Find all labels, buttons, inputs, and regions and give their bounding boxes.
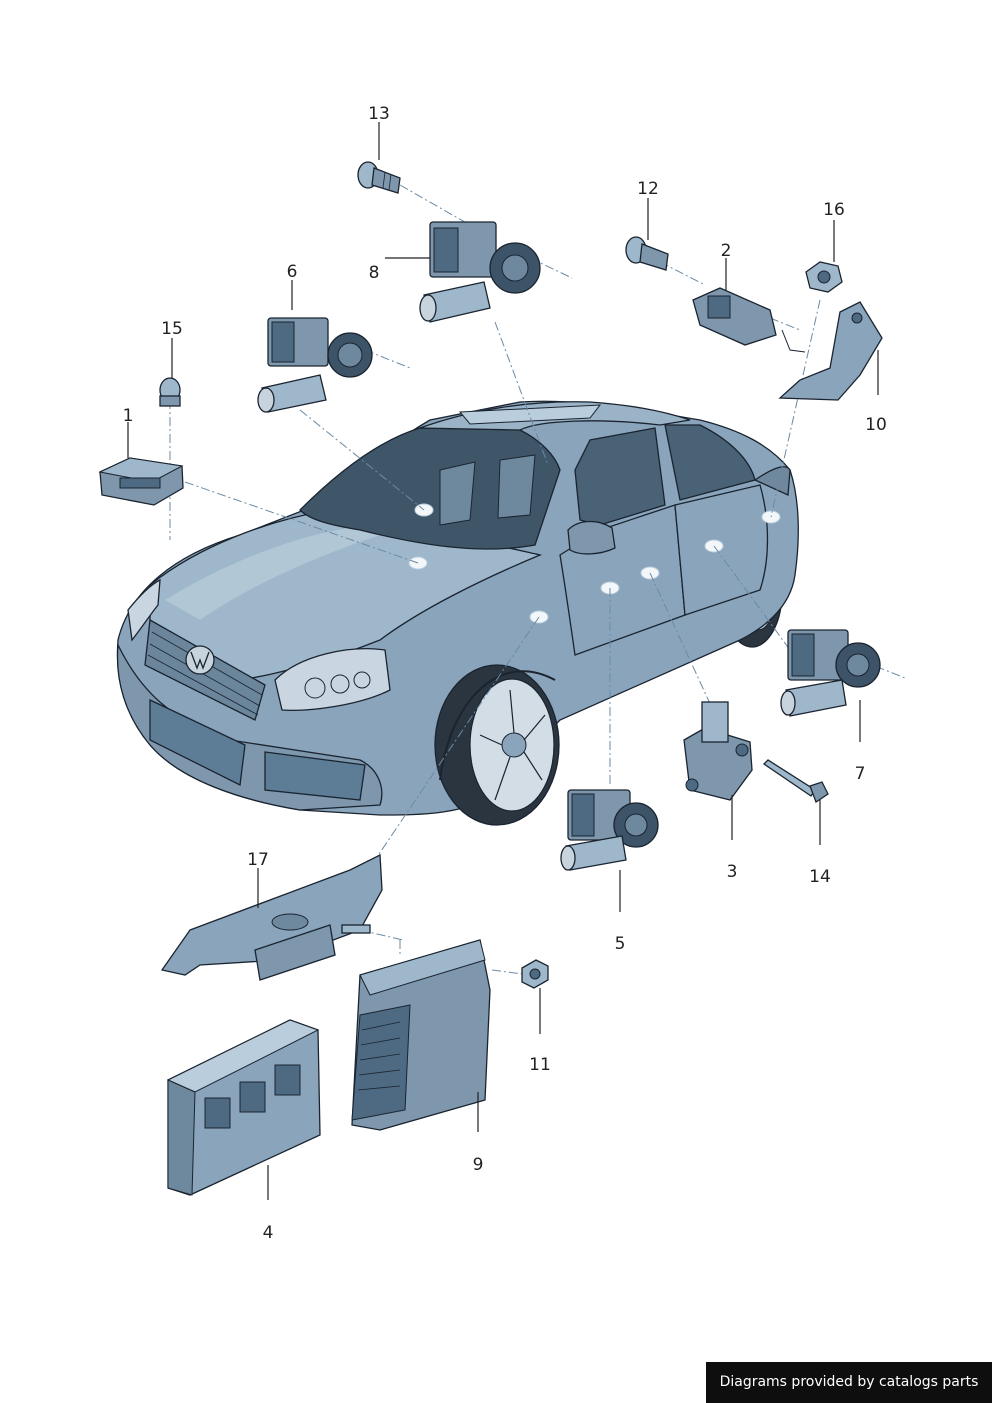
part-15-cap-nut: [159, 377, 181, 407]
callout-17: 17: [247, 850, 269, 870]
callout-7: 7: [855, 764, 866, 784]
part-17-bracket: [160, 853, 383, 981]
part-9-carrier: [351, 939, 491, 1131]
callout-9: 9: [473, 1155, 484, 1175]
part-14-bolt: [762, 759, 829, 803]
credit-footer: Diagrams provided by catalogs parts: [706, 1362, 992, 1403]
callout-15: 15: [161, 319, 183, 339]
part-8-window-motor: [419, 221, 541, 323]
callout-13: 13: [368, 104, 390, 124]
part-11-nut: [521, 959, 549, 989]
part-4-control-module: [166, 1019, 321, 1196]
callout-8: 8: [369, 263, 380, 283]
callout-11: 11: [529, 1055, 551, 1075]
leader-lines: [127, 122, 879, 1200]
part-3-bracket: [683, 701, 753, 801]
callout-labels: 1 2 3 4 5 6 7 8 9 10 11 12 13 14 15 16 1…: [123, 104, 887, 1243]
assembly-lines: [169, 184, 906, 976]
callout-12: 12: [637, 179, 659, 199]
part-2-bracket: [692, 287, 806, 353]
part-6-window-motor: [257, 317, 373, 413]
car-illustration: [116, 400, 799, 826]
callout-4: 4: [263, 1223, 274, 1243]
callout-6: 6: [287, 262, 298, 282]
part-1-control-unit: [98, 457, 184, 506]
callout-2: 2: [721, 241, 732, 261]
callout-16: 16: [823, 200, 845, 220]
part-10-bracket: [778, 301, 883, 401]
part-13-bolt: [357, 161, 401, 194]
callout-5: 5: [615, 934, 626, 954]
callout-1: 1: [123, 406, 134, 426]
callout-3: 3: [727, 862, 738, 882]
callout-10: 10: [865, 415, 887, 435]
callout-14: 14: [809, 867, 831, 887]
part-12-bolt: [625, 236, 669, 271]
part-16-nut: [805, 261, 843, 293]
part-5-window-motor: [560, 789, 659, 871]
part-7-window-motor: [780, 629, 881, 717]
